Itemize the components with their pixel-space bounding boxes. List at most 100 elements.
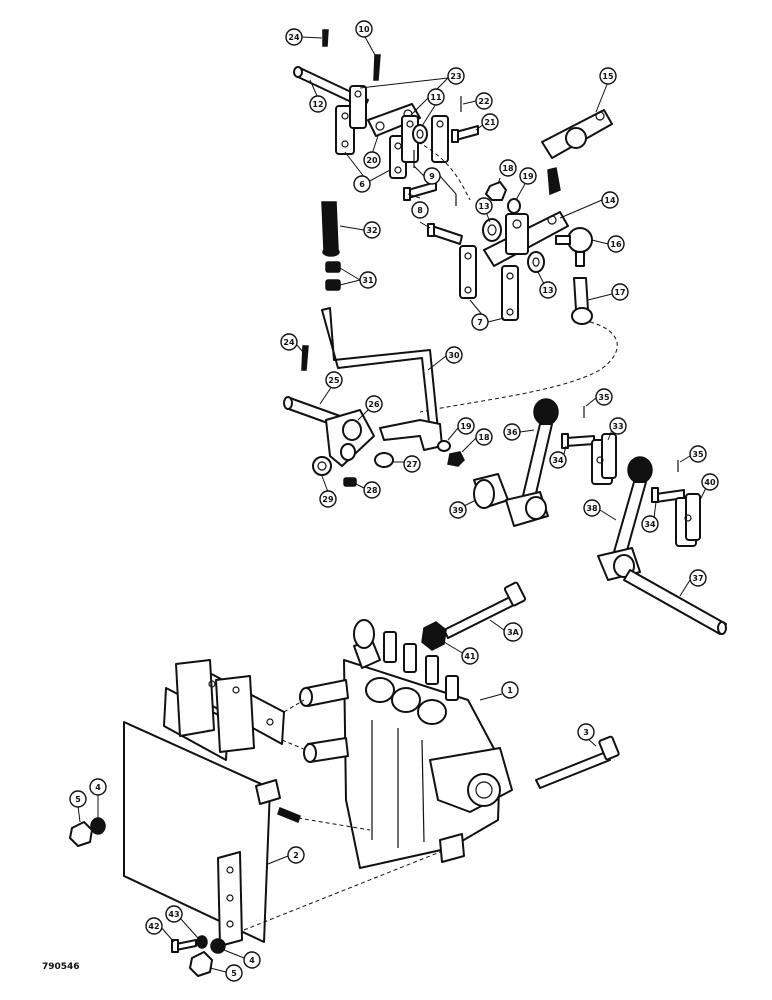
callout-label: 1 [507, 686, 513, 695]
washer-13-lower [527, 251, 545, 273]
callout: 41 [443, 641, 479, 665]
bolt-34-upper [561, 433, 595, 449]
link-plate-right [431, 115, 449, 163]
bolt-8-upper [403, 181, 437, 201]
callout-label: 9 [429, 172, 435, 181]
callout-label: 20 [366, 156, 378, 165]
callout-label: 16 [610, 240, 622, 249]
bracket-arm [379, 419, 443, 451]
washer-19-lower [437, 440, 451, 452]
washer-4-upper [90, 817, 106, 835]
collar-29 [312, 456, 332, 476]
spring-tip [547, 167, 561, 196]
callout: 14 [559, 191, 619, 219]
callout: 28 [355, 481, 381, 499]
callout-label: 43 [168, 910, 179, 919]
callout-label: 26 [368, 400, 380, 409]
roll-pin-24-lower [301, 345, 309, 371]
callout: 4 [89, 778, 107, 818]
callout: 39 [449, 499, 477, 519]
callout-label: 33 [612, 422, 623, 431]
callout-label: 25 [328, 376, 340, 385]
callout-label: 37 [692, 574, 703, 583]
callout-label: 41 [464, 652, 476, 661]
callout-label: 4 [95, 783, 101, 792]
callout: 13 [537, 271, 557, 299]
callout: 30 [427, 346, 463, 371]
bolt-42 [171, 939, 197, 953]
nut-31 [325, 261, 341, 291]
callout: 31 [339, 267, 377, 289]
callout-label: 10 [358, 25, 370, 34]
callout: 19 [447, 417, 475, 441]
callout-label: 14 [604, 196, 616, 205]
washer-11 [412, 124, 428, 144]
lever-rod-30 [321, 307, 439, 433]
callout: 7 [469, 299, 505, 331]
handle-36 [505, 398, 559, 527]
callout-label: 2 [293, 851, 299, 860]
callout: 34 [549, 445, 567, 469]
washer-4-lower [210, 938, 226, 954]
callout-label: 42 [148, 922, 159, 931]
link-plate-23-left [349, 85, 367, 129]
alignment-line-upper [417, 141, 471, 201]
rod-end-17 [571, 277, 593, 325]
nut-41 [421, 621, 447, 651]
bolt-3A [443, 581, 527, 639]
pin-37-lower [623, 569, 727, 635]
callout-label: 5 [75, 795, 81, 804]
knob-32 [321, 201, 340, 257]
callout-label: 19 [522, 172, 534, 181]
callout-label: 35 [692, 450, 704, 459]
callout: 9 [413, 165, 457, 195]
callout-label: 21 [484, 118, 496, 127]
callout-label: 6 [359, 180, 365, 189]
callout: 16 [591, 235, 625, 253]
callout-label: 18 [502, 164, 514, 173]
callout: 33 [607, 417, 627, 441]
callout-label: 31 [362, 276, 374, 285]
link-7-upper [459, 245, 477, 299]
callout-label: 19 [460, 422, 472, 431]
callout: 15 [595, 67, 617, 113]
callout: 10 [355, 20, 376, 56]
callout: 13 [475, 197, 493, 223]
callout-label: 24 [288, 33, 300, 42]
callout: 26 [357, 395, 383, 421]
callout: 37 [679, 569, 707, 597]
callout-label: 27 [406, 460, 417, 469]
dash-lines-bracket [243, 699, 441, 931]
nut-18-lower [447, 451, 465, 467]
mounting-bracket-2 [123, 659, 301, 947]
callout: 2 [267, 846, 305, 865]
callout: 25 [319, 371, 343, 405]
callout: 20 [363, 135, 381, 169]
callout-label: 34 [552, 456, 564, 465]
spacer-39 [473, 473, 509, 509]
callout: 24 [285, 28, 323, 46]
callout: 36 [503, 423, 535, 441]
callout-label: 13 [478, 202, 489, 211]
link-7-lower [501, 265, 519, 321]
lever-plate-15 [541, 109, 613, 159]
callout: 19 [515, 167, 537, 201]
callout-label: 36 [506, 428, 518, 437]
figure-id: 790546 [42, 962, 80, 972]
callout: 22 [462, 92, 493, 110]
bolt-8-lower [427, 223, 463, 245]
callout-label: 15 [602, 72, 614, 81]
callout-label: 32 [366, 226, 377, 235]
callout-label: 17 [614, 288, 625, 297]
callout-label: 34 [644, 520, 656, 529]
washer-43 [196, 935, 208, 949]
washer-27 [374, 452, 394, 468]
callout: 17 [587, 283, 629, 301]
callout-label: 18 [478, 433, 490, 442]
callout-label: 28 [366, 486, 378, 495]
callout-label: 7 [477, 318, 483, 327]
nut-5-lower [189, 951, 213, 977]
washer-13-upper [482, 218, 502, 242]
bolt-21 [451, 125, 479, 143]
callout: 12 [309, 79, 327, 113]
